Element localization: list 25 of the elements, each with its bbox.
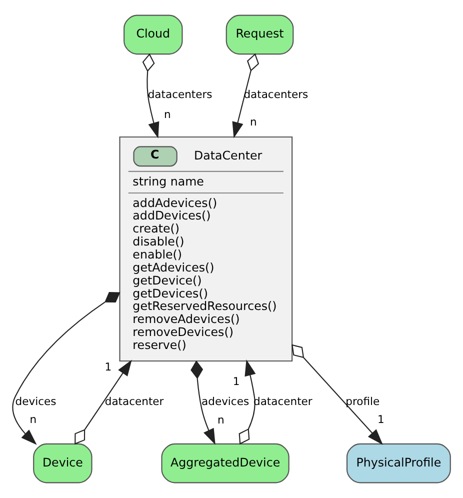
arrow bbox=[142, 53, 160, 138]
edge-label: datacenter bbox=[104, 395, 164, 408]
node-box: Device bbox=[33, 443, 92, 484]
edge-label: profile bbox=[346, 395, 380, 408]
node-box: Cloud bbox=[124, 14, 183, 55]
arrow bbox=[12, 292, 120, 445]
edge-label: adevices bbox=[202, 395, 250, 408]
label: n bbox=[250, 116, 257, 129]
edge-label: datacenters bbox=[148, 88, 212, 102]
node-box: Request bbox=[226, 14, 294, 55]
node-box: C DataCenter string name addAdevices() addDevices() create() disable() enable() getAdevices() getDevice() getDevices() getReservedResources() removeAdevices() removeDevices() reserve() bbox=[119, 136, 293, 362]
node-box: PhysicalProfile bbox=[346, 443, 451, 484]
arrow bbox=[190, 360, 216, 445]
label: 1 bbox=[104, 360, 112, 374]
edge-label: devices bbox=[15, 395, 56, 408]
arrow bbox=[292, 344, 383, 445]
arrow bbox=[232, 53, 260, 138]
arrow bbox=[238, 360, 256, 445]
label: 1 bbox=[232, 375, 240, 388]
label: n bbox=[164, 108, 171, 121]
arrow bbox=[74, 360, 132, 445]
label: n bbox=[218, 413, 224, 426]
node-box: AggregatedDevice bbox=[161, 443, 290, 484]
label: n bbox=[30, 412, 37, 426]
label: 1 bbox=[378, 412, 384, 426]
